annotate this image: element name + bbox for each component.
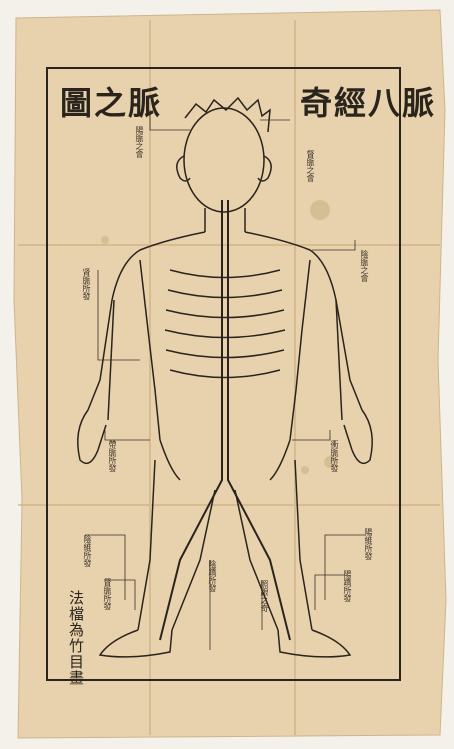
label-11: 陰蹻所發	[208, 560, 217, 592]
label-1: 陽脈之會	[135, 126, 144, 158]
label-2: 督脈之會	[306, 150, 315, 182]
title-left: 圖之脈	[60, 78, 162, 124]
label-9: 督脈所發	[103, 578, 112, 610]
label-7: 陰維所發	[83, 535, 92, 567]
signature: 法檔為竹目畫	[66, 590, 86, 686]
label-8: 陽維所發	[364, 528, 373, 560]
label-6: 衝脈所發	[330, 440, 339, 472]
label-12: 照跟之奇	[260, 580, 269, 612]
label-3: 陰脈之會	[360, 250, 369, 282]
label-10: 陽蹻所發	[343, 570, 352, 602]
title-right: 奇經八脈	[300, 78, 436, 124]
label-4: 肾脈所發	[82, 268, 91, 300]
label-5: 帶脈所發	[108, 440, 117, 472]
